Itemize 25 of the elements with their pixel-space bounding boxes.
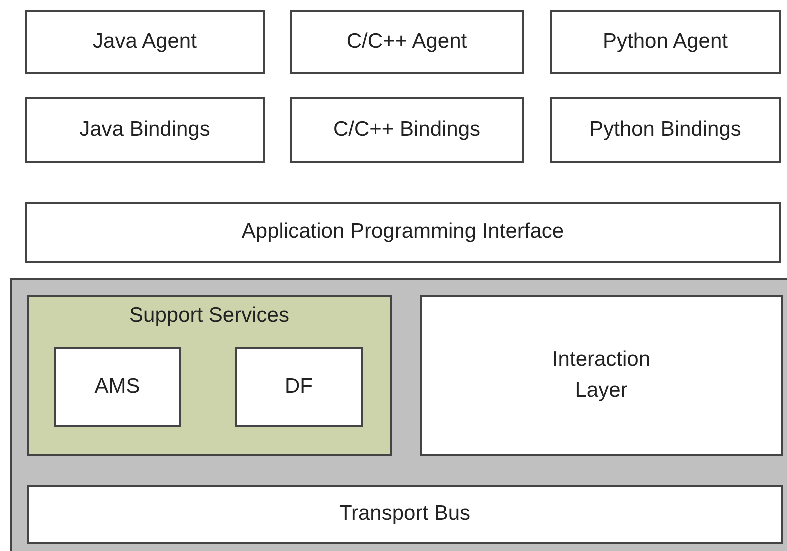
agent-box [25,10,265,74]
box-label: DF [285,374,313,400]
box-label: Interaction Layer [551,347,652,404]
bus-box [27,485,783,544]
box-label: Application Programming Interface [242,219,564,246]
panel-heading: Support Services [130,303,290,329]
bindings-box [290,97,524,163]
box-label: Transport Bus [339,501,471,528]
platform-panel [10,278,787,551]
box-label: Python Bindings [590,116,742,143]
services-panel [27,295,392,456]
box-label: Java Bindings [80,116,210,143]
interface-layer-box [25,202,781,263]
agent-box [290,10,524,74]
box-label: Python Agent [603,28,728,55]
layer-box [420,295,783,456]
box-label: AMS [94,374,140,400]
bindings-box [550,97,781,163]
box-label: C/C++ Agent [346,28,468,55]
bindings-box [25,97,265,163]
agent-box [550,10,781,74]
box-label: C/C++ Bindings [333,116,481,143]
service-box [235,347,363,427]
box-label: Java Agent [93,28,197,55]
service-box [54,347,181,427]
